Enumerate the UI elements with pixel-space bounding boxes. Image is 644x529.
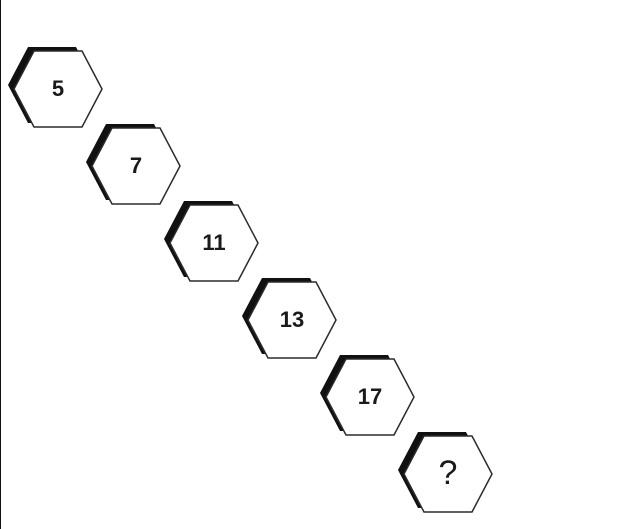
hexagon-shape <box>247 281 337 359</box>
hexagon-label: 17 <box>358 384 382 409</box>
hexagon-item-6: ? <box>398 432 493 513</box>
hexagon-item-1: 5 <box>8 47 103 128</box>
hexagon-label: 7 <box>130 153 142 178</box>
hexagon-item-5: 17 <box>320 355 415 436</box>
hexagon-label: ? <box>439 454 458 492</box>
hexagon-item-2: 7 <box>86 124 181 205</box>
hexagon-shape <box>13 50 103 128</box>
hexagon-item-3: 11 <box>164 201 259 282</box>
hexagon-shape <box>91 127 181 205</box>
hexagon-shape <box>325 358 415 436</box>
hexagon-item-4: 13 <box>242 278 337 359</box>
hexagon-label: 13 <box>280 307 304 332</box>
hexagon-shape <box>403 435 493 513</box>
hexagon-label: 5 <box>52 76 64 101</box>
hexagon-label: 11 <box>202 230 225 255</box>
hexagon-shape <box>169 204 259 282</box>
